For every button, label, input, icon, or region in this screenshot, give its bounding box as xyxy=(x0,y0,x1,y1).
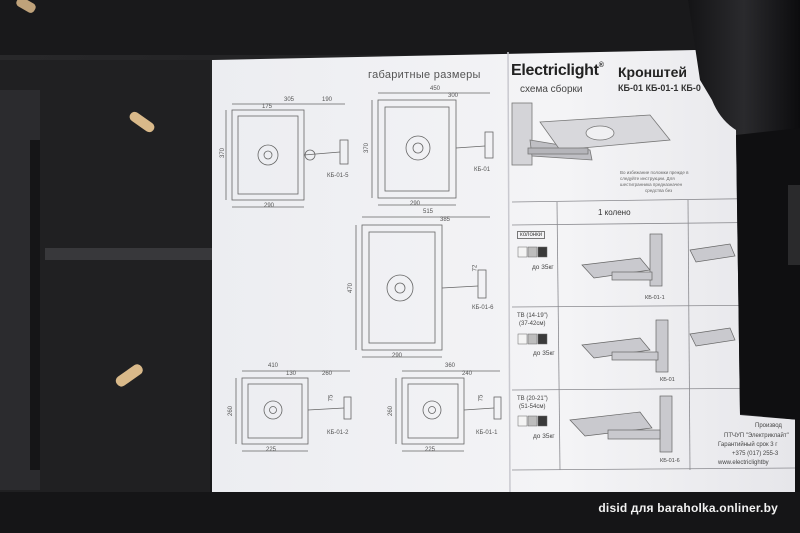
row-load: до 35кг xyxy=(532,264,554,271)
instruction-text: шестигранника предназначен xyxy=(620,182,683,187)
dimensions-heading: габаритные размеры xyxy=(368,69,481,81)
dim-label: 290 xyxy=(264,203,275,209)
dim-label: 300 xyxy=(448,93,459,99)
instruction-text: средства без xyxy=(645,188,673,193)
footer-text: ПТЧУП "Электриклайт" xyxy=(724,433,789,439)
footer-text: www.electriclightby xyxy=(718,460,769,466)
model-label: КБ-01-5 xyxy=(327,173,349,179)
watermark: disid для baraholka.onliner.by xyxy=(598,501,778,515)
dim-label: 190 xyxy=(322,97,333,103)
row-type: ТВ (14-19") xyxy=(517,313,548,319)
row-size: (37-42см) xyxy=(519,321,546,327)
sheet-title: Кронштей xyxy=(618,64,688,80)
row-load: до 35кг xyxy=(533,350,555,357)
instruction-text: Во избежание поломки прежде в xyxy=(620,170,689,175)
dim-label: 305 xyxy=(284,97,295,103)
row-type: колонки xyxy=(517,231,546,239)
dim-label: 410 xyxy=(268,363,279,369)
dim-label: 360 xyxy=(445,363,456,369)
footer-text: Производ xyxy=(755,423,782,429)
footer-text: +375 (017) 255-3 xyxy=(732,451,779,457)
row-model: КБ-01-1 xyxy=(645,295,665,301)
row-model: КБ-01 xyxy=(660,377,675,383)
dim-label: 450 xyxy=(430,86,441,92)
dim-label: 240 xyxy=(462,371,473,377)
brand-name: Electriclight xyxy=(511,62,599,79)
dim-label: 75 xyxy=(478,394,485,402)
dim-label: 385 xyxy=(440,217,451,223)
dim-label: 130 xyxy=(286,371,297,377)
row-model: КБ-01-6 xyxy=(660,458,680,464)
model-label: КБ-01-6 xyxy=(472,305,494,311)
models-line: КБ-01 КБ-01-1 КБ-0 xyxy=(618,83,701,93)
dim-label: 470 xyxy=(348,282,355,294)
dim-label: 72 xyxy=(472,264,479,272)
dim-label: 260 xyxy=(322,371,333,377)
dim-label: 370 xyxy=(220,147,227,159)
dim-label: 175 xyxy=(262,104,273,110)
brand-logo: Electriclight® xyxy=(511,62,604,80)
footer-text: Гарантийный срок 3 г xyxy=(718,442,778,448)
dim-label: 75 xyxy=(328,394,335,402)
assembly-subtitle: схема сборки xyxy=(520,84,583,95)
row-size: (51-54см) xyxy=(519,404,546,410)
dim-label: 290 xyxy=(410,201,421,207)
dim-label: 260 xyxy=(388,405,395,417)
instruction-text: следуйте инструкции. Для xyxy=(620,176,675,181)
dim-label: 260 xyxy=(228,405,235,417)
dim-label: 370 xyxy=(364,142,371,154)
dim-label: 225 xyxy=(425,447,436,453)
brand-reg: ® xyxy=(598,62,604,69)
column-header: 1 колено xyxy=(598,208,631,217)
row-load: до 35кг xyxy=(533,433,555,440)
model-label: КБ-01-2 xyxy=(327,430,349,436)
dim-label: 225 xyxy=(266,447,277,453)
model-label: КБ-01-1 xyxy=(476,430,498,436)
model-label: КБ-01 xyxy=(474,167,491,173)
row-type: ТВ (20-21") xyxy=(517,396,548,402)
dim-label: 290 xyxy=(392,353,403,359)
dim-label: 515 xyxy=(423,209,434,215)
